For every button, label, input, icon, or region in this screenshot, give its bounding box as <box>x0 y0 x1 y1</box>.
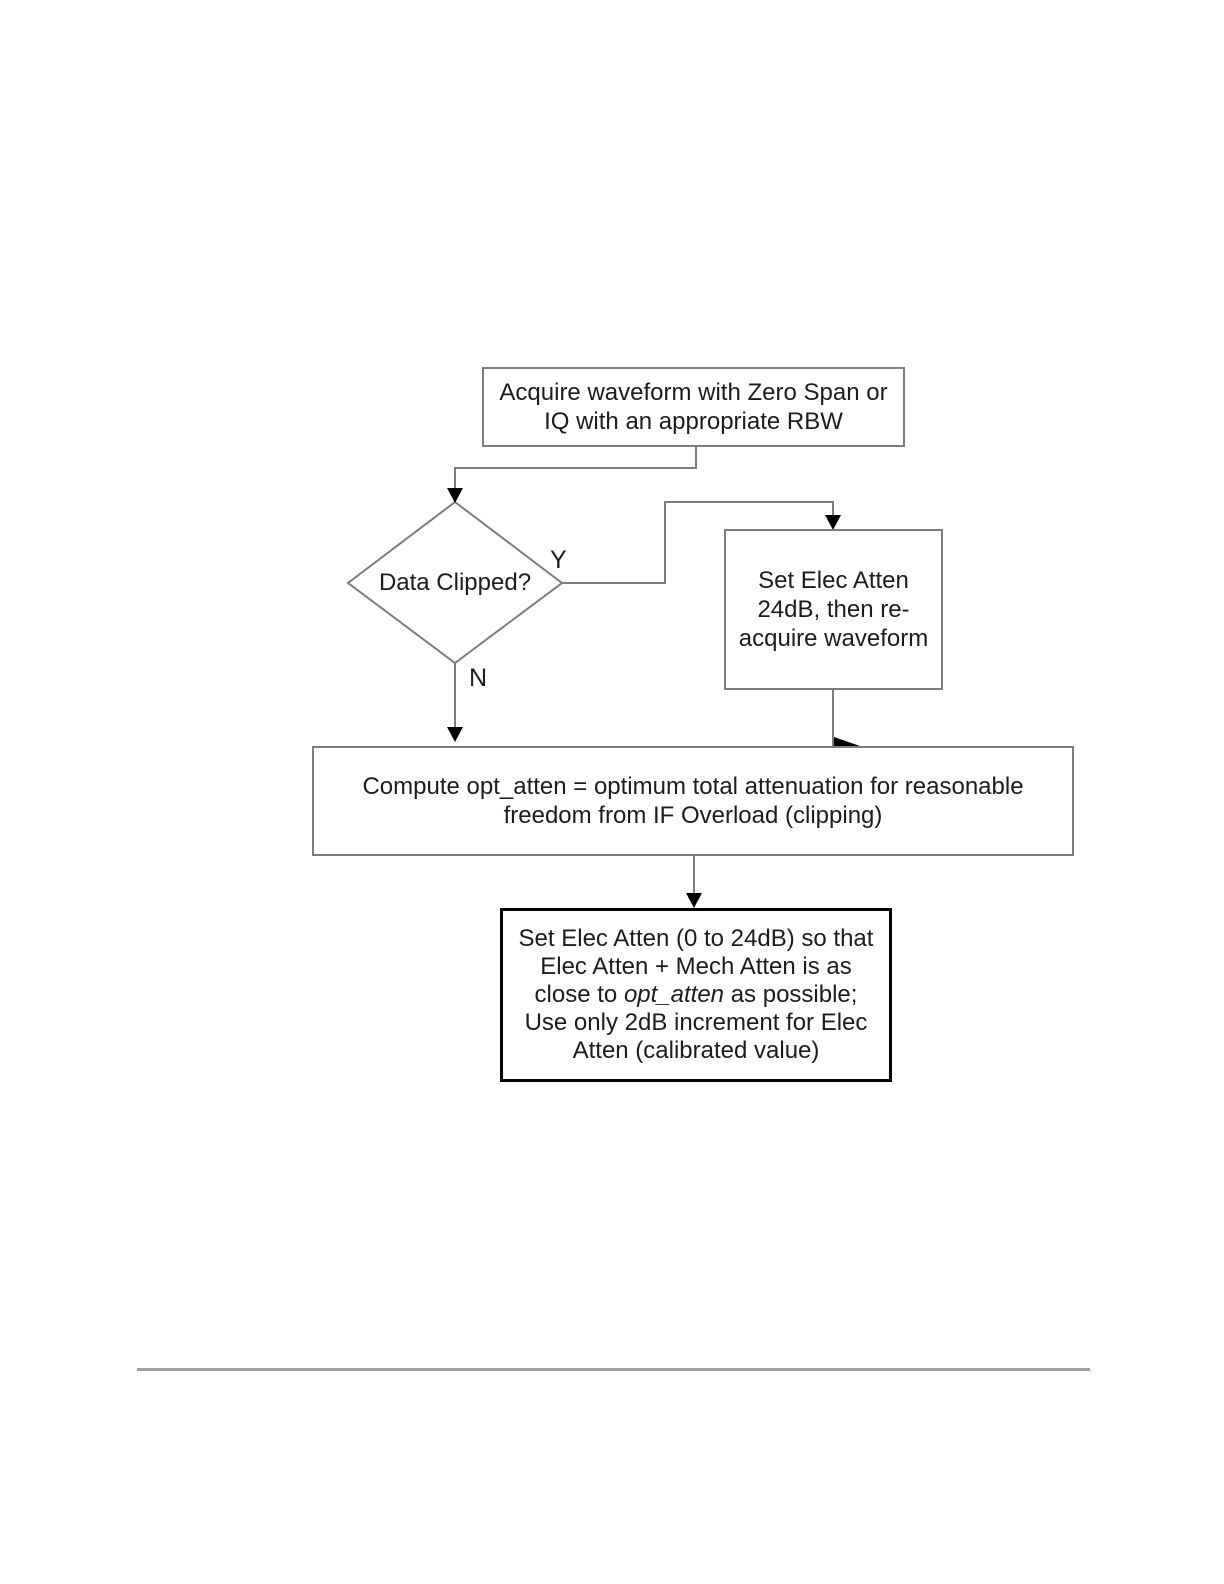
decision-diamond <box>346 500 564 665</box>
connector-decision-yes-to-set24 <box>562 501 834 584</box>
footer-rule <box>137 1368 1090 1371</box>
yes-branch-label: Y <box>550 546 567 574</box>
acquire-waveform-line2: IQ with an appropriate RBW <box>544 408 843 435</box>
arrowhead-down-into-set24-icon <box>825 515 841 530</box>
set-elec-atten-24-line2: 24dB, then re- <box>757 596 910 623</box>
compute-opt-atten-box: Compute opt_atten = optimum total attenu… <box>312 746 1074 856</box>
arrowhead-down-into-compute-icon <box>447 727 463 742</box>
set-elec-atten-24-box: Set Elec Atten 24dB, then re- acquire wa… <box>724 529 943 690</box>
set-elec-atten-final-line2: Elec Atten + Mech Atten is as <box>540 953 852 980</box>
set-elec-atten-final-line5: Atten (calibrated value) <box>572 1037 820 1064</box>
acquire-waveform-line1: Acquire waveform with Zero Span or <box>499 379 888 406</box>
set-elec-atten-final-line4: Use only 2dB increment for Elec <box>524 1009 868 1036</box>
data-clipped-decision-label: Data Clipped? <box>378 569 532 596</box>
set-elec-atten-final-line3: close to opt_atten as possible; <box>503 981 889 1009</box>
compute-opt-atten-line2: freedom from IF Overload (clipping) <box>503 802 883 829</box>
set-elec-atten-final-line1: Set Elec Atten (0 to 24dB) so that <box>518 925 874 952</box>
arrowhead-down-into-final-icon <box>686 893 702 908</box>
set-elec-atten-final-box: Set Elec Atten (0 to 24dB) so that Elec … <box>500 908 892 1082</box>
set-elec-atten-24-line3: acquire waveform <box>738 625 929 652</box>
acquire-waveform-box: Acquire waveform with Zero Span or IQ wi… <box>482 367 905 447</box>
connector-acquire-to-decision <box>454 447 697 492</box>
compute-opt-atten-line1: Compute opt_atten = optimum total attenu… <box>362 773 1024 800</box>
set-elec-atten-final-line3-post: as possible; <box>724 981 858 1008</box>
arrowhead-down-into-decision-icon <box>447 488 463 503</box>
opt-atten-italic-term: opt_atten <box>623 981 725 1008</box>
set-elec-atten-final-line3-pre: close to <box>534 981 624 1008</box>
set-elec-atten-24-line1: Set Elec Atten <box>758 567 909 594</box>
no-branch-label: N <box>469 664 488 692</box>
